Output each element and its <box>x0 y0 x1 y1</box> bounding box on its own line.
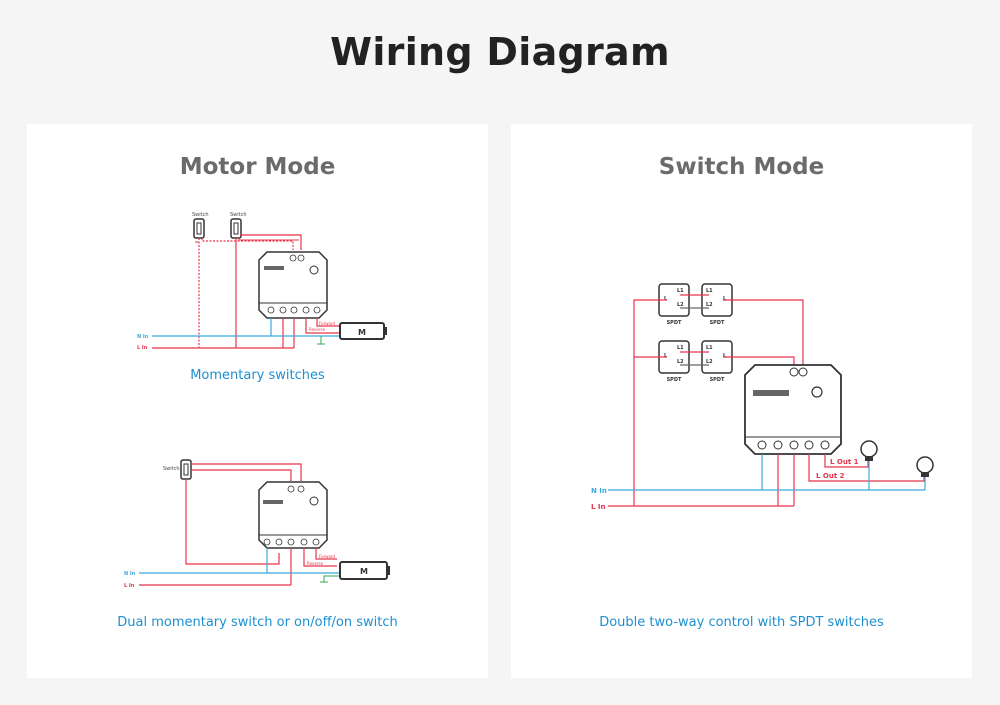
svg-text:SPDT: SPDT <box>710 320 725 326</box>
motor-icon: M <box>339 561 390 580</box>
svg-text:L1: L1 <box>706 288 713 294</box>
svg-text:L: L <box>664 296 668 302</box>
sonoff-module <box>258 251 328 319</box>
motor-diagram-dual: Switch <box>124 459 390 589</box>
l-in-label: L In <box>137 345 148 351</box>
svg-text:L1: L1 <box>677 345 684 351</box>
svg-text:SPDT: SPDT <box>710 377 725 383</box>
caption-switch-mode: Double two-way control with SPDT switche… <box>599 615 884 630</box>
forward-label: Forward <box>319 554 336 559</box>
reverse-label: Reverse <box>307 561 324 566</box>
motor-mode-title: Motor Mode <box>179 154 336 180</box>
switch-mode-card: Switch Mode SPDT SPDT SPDT SPDT L1 L2 L … <box>511 124 972 678</box>
switch-icon <box>230 218 242 239</box>
svg-text:L2: L2 <box>677 302 684 308</box>
ground-wire <box>323 575 340 582</box>
svg-text:L: L <box>723 353 727 359</box>
caption-dual: Dual momentary switch or on/off/on switc… <box>117 615 398 630</box>
motor-mode-diagrams: Switch Switch <box>124 212 390 589</box>
caption-momentary: Momentary switches <box>190 368 325 383</box>
switch-icon <box>193 218 205 239</box>
l-in-label: L In <box>124 583 135 589</box>
reverse-label: Reverse <box>309 327 326 332</box>
svg-text:L2: L2 <box>706 359 713 365</box>
switch-mode-diagram: SPDT SPDT SPDT SPDT L1 L2 L L1 L2 L L1 L… <box>591 283 934 511</box>
switch-label: Switch <box>163 466 180 472</box>
live-wire <box>723 299 804 368</box>
n-in-label: N In <box>591 487 607 495</box>
light-bulb-icon <box>916 456 934 477</box>
svg-text:L2: L2 <box>706 302 713 308</box>
sonoff-module <box>744 364 842 455</box>
switch-label-2: Switch <box>230 212 247 218</box>
live-wire <box>824 454 869 468</box>
page-title: Wiring Diagram <box>330 30 670 74</box>
svg-text:L2: L2 <box>677 359 684 365</box>
live-wire <box>633 299 667 506</box>
forward-label: Forward <box>319 321 336 326</box>
motor-diagram-momentary: Switch Switch <box>137 212 387 351</box>
switch-label-1: Switch <box>192 212 209 218</box>
motor-label: M <box>360 567 368 576</box>
svg-text:L1: L1 <box>677 288 684 294</box>
switch-mode-title: Switch Mode <box>658 154 825 180</box>
n-in-label: N In <box>124 571 136 577</box>
motor-label: M <box>358 328 366 337</box>
svg-text:L: L <box>664 353 668 359</box>
live-wire <box>240 234 302 250</box>
spdt-switch: SPDT <box>658 283 690 326</box>
switch-icon <box>180 459 192 480</box>
light-bulb-icon <box>860 440 878 461</box>
n-in-label: N In <box>137 334 149 340</box>
svg-text:SPDT: SPDT <box>667 377 682 383</box>
l-out2-label: L Out 2 <box>816 472 845 480</box>
svg-text:L: L <box>723 296 727 302</box>
svg-text:L1: L1 <box>706 345 713 351</box>
motor-icon: M <box>339 322 387 340</box>
live-wire <box>808 454 925 482</box>
motor-mode-card: Motor Mode Switch Switch <box>27 124 488 678</box>
sonoff-module <box>258 481 328 549</box>
l-out1-label: L Out 1 <box>830 458 859 466</box>
spdt-switch: SPDT <box>658 340 690 383</box>
live-wire <box>201 238 294 250</box>
svg-text:SPDT: SPDT <box>667 320 682 326</box>
l-in-label: L In <box>591 503 606 511</box>
